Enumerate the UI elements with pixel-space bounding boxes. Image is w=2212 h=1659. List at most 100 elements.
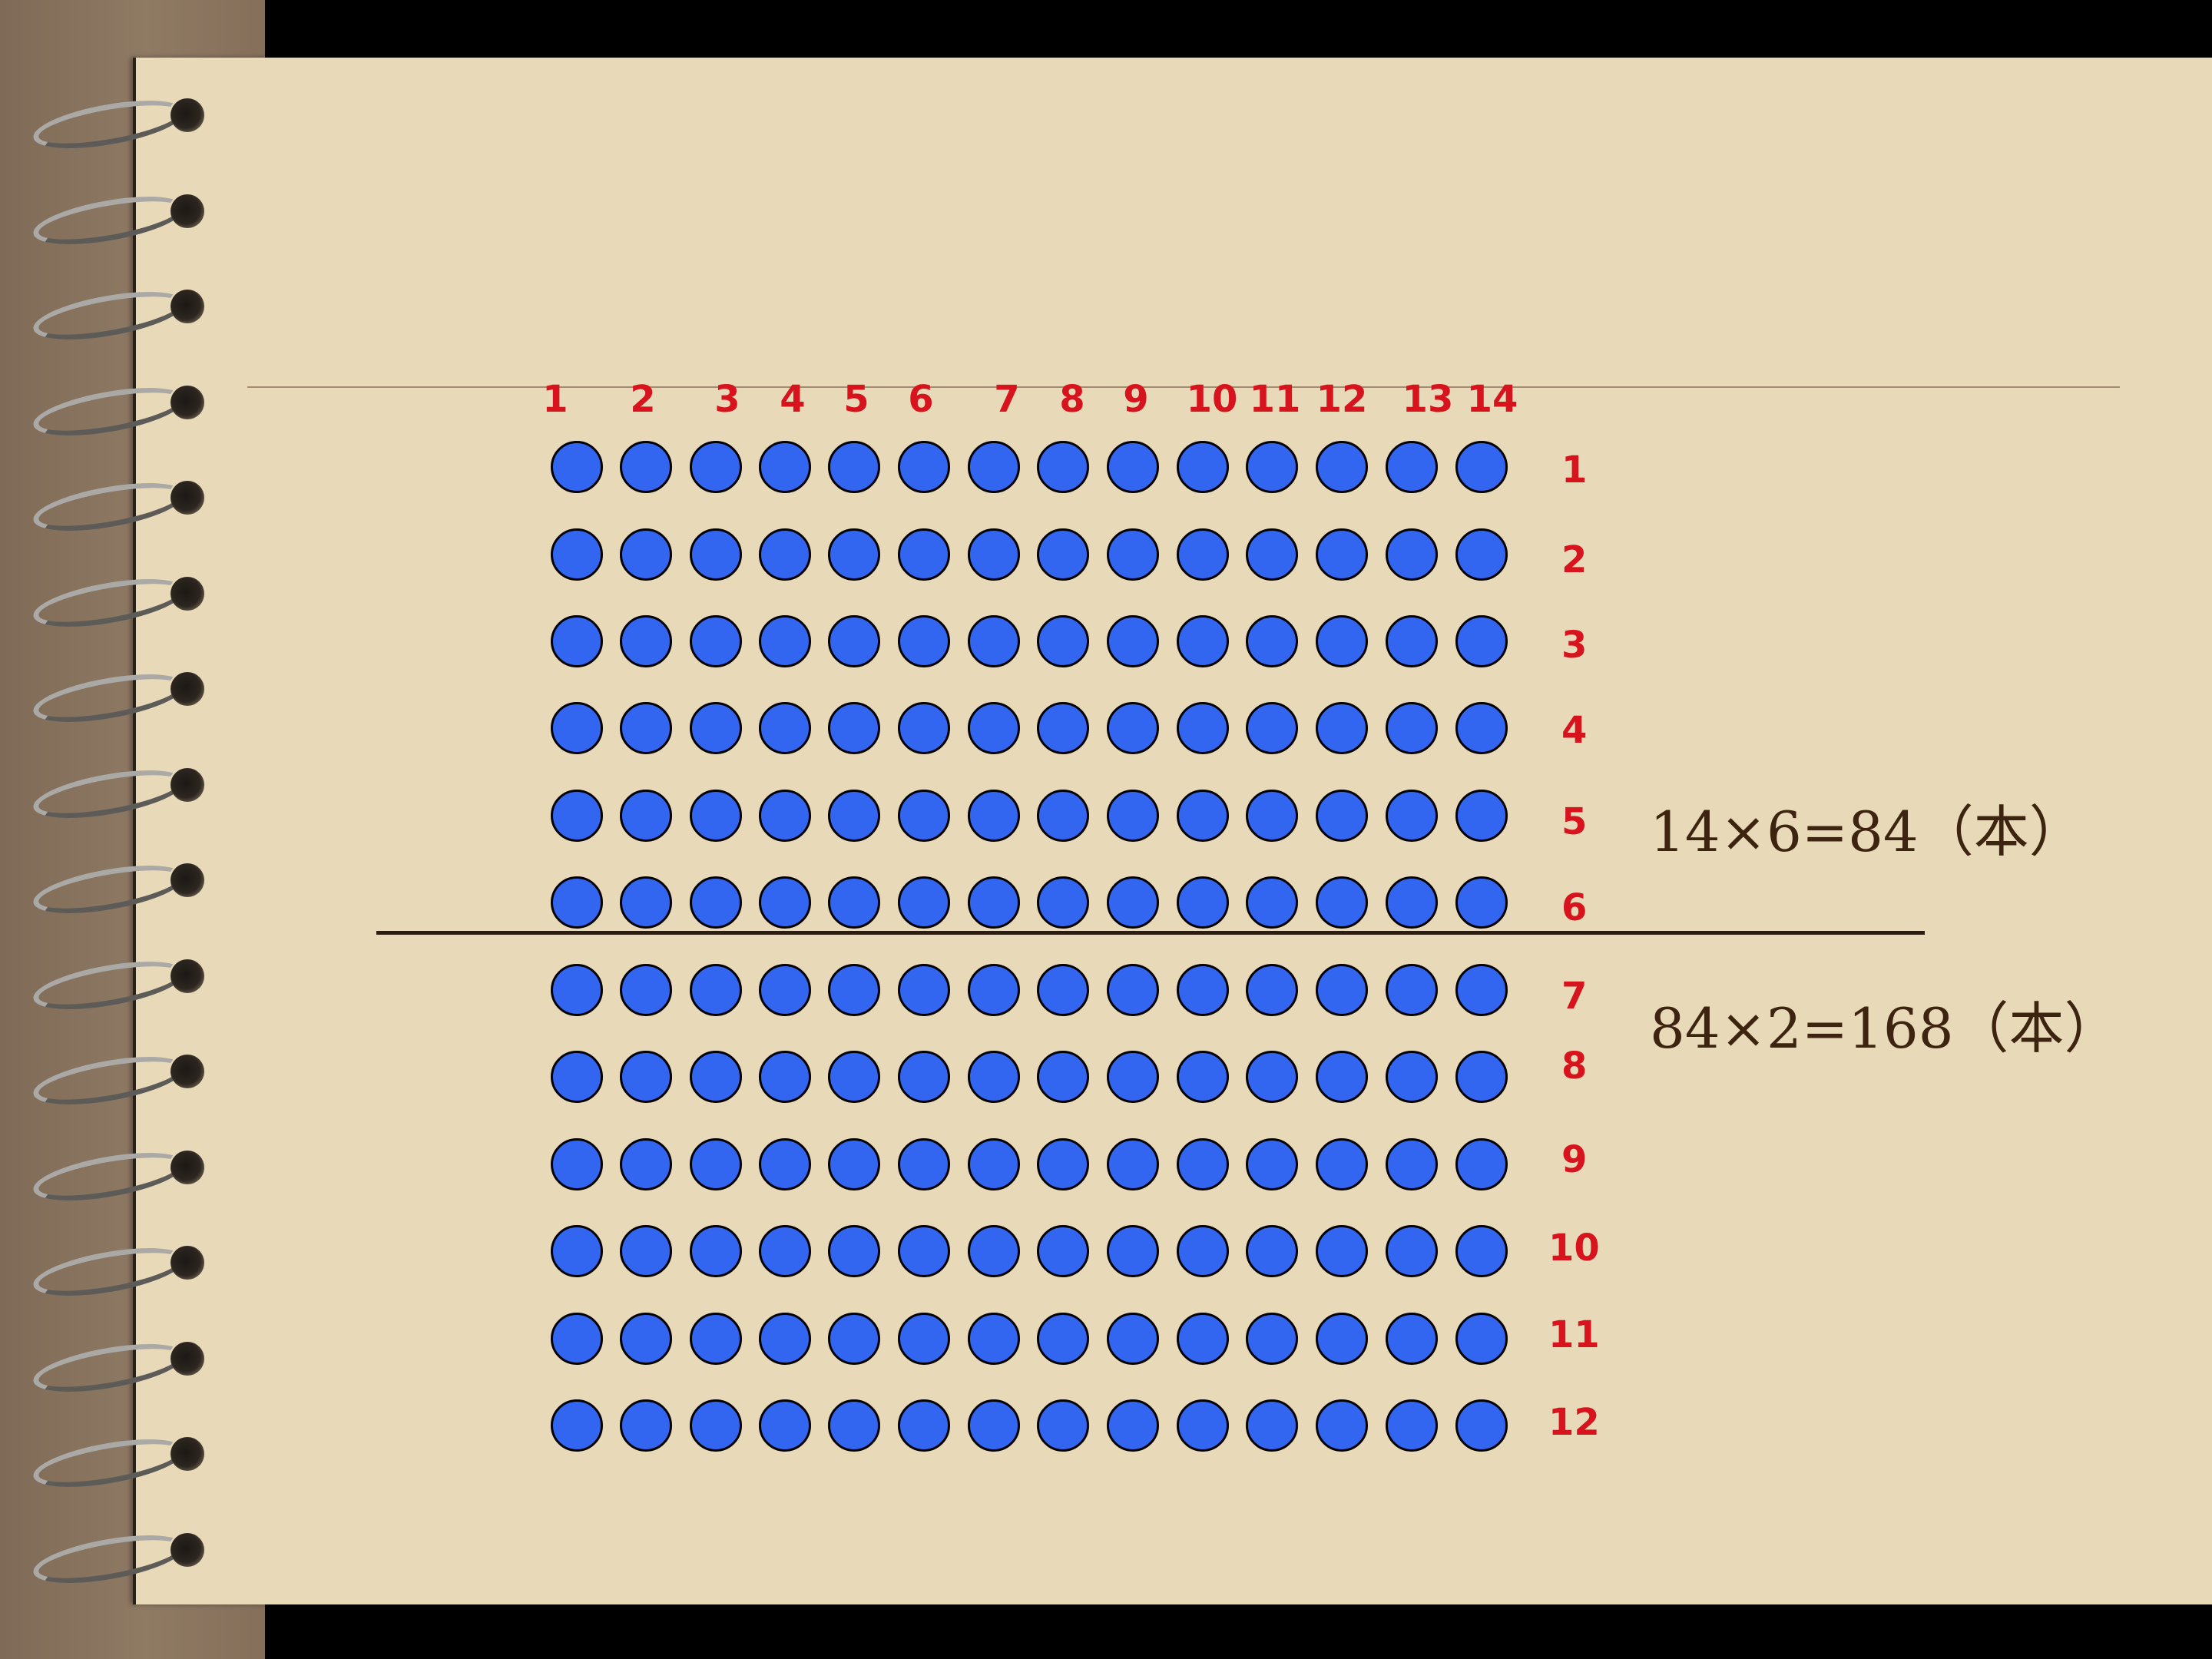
notebook-paper [133, 58, 2212, 1604]
blue-dot [1316, 615, 1368, 667]
blue-dot [968, 702, 1020, 754]
blue-dot [1177, 1051, 1229, 1103]
column-number: 12 [1316, 378, 1368, 421]
row-number: 2 [1561, 538, 1588, 581]
column-number: 9 [1123, 378, 1149, 421]
column-number: 6 [908, 378, 934, 421]
blue-dot [1177, 964, 1229, 1016]
blue-dot [620, 615, 672, 667]
blue-dot [1316, 441, 1368, 493]
blue-dot [968, 1051, 1020, 1103]
binding-hole [171, 1341, 204, 1376]
blue-dot [1455, 964, 1508, 1016]
blue-dot [968, 1399, 1020, 1452]
blue-dot [1246, 964, 1298, 1016]
blue-dot [1246, 790, 1298, 842]
blue-dot [1107, 1051, 1159, 1103]
blue-dot [1455, 702, 1508, 754]
blue-dot [898, 702, 950, 754]
blue-dot [1386, 1313, 1438, 1365]
binding-hole [171, 290, 204, 323]
blue-dot [1177, 1399, 1229, 1452]
paper-guide-line [247, 386, 2120, 388]
blue-dot [1386, 528, 1438, 581]
blue-dot [551, 615, 603, 667]
blue-dot [1246, 1051, 1298, 1103]
column-number: 3 [714, 378, 740, 421]
blue-dot [1386, 1225, 1438, 1277]
blue-dot [759, 1051, 811, 1103]
blue-dot [1455, 441, 1508, 493]
binding-hole [171, 959, 204, 993]
blue-dot [620, 1399, 672, 1452]
binding-hole [171, 1055, 204, 1088]
blue-dot [759, 790, 811, 842]
blue-dot [690, 1051, 742, 1103]
blue-dot [690, 790, 742, 842]
blue-dot [1246, 1225, 1298, 1277]
blue-dot [1107, 702, 1159, 754]
blue-dot [898, 790, 950, 842]
blue-dot [828, 1225, 880, 1277]
blue-dot [1246, 1399, 1298, 1452]
blue-dot [1177, 528, 1229, 581]
blue-dot [968, 615, 1020, 667]
column-number: 10 [1186, 378, 1238, 421]
blue-dot [759, 1225, 811, 1277]
binding-hole [171, 863, 204, 897]
row-number: 3 [1561, 624, 1588, 667]
blue-dot [828, 702, 880, 754]
blue-dot [1037, 876, 1089, 929]
blue-dot [898, 1138, 950, 1190]
blue-dot [551, 441, 603, 493]
blue-dot [828, 528, 880, 581]
blue-dot [1316, 528, 1368, 581]
blue-dot [898, 1051, 950, 1103]
blue-dot [1386, 1399, 1438, 1452]
blue-dot [551, 790, 603, 842]
blue-dot [759, 964, 811, 1016]
blue-dot [898, 528, 950, 581]
blue-dot [1037, 1225, 1089, 1277]
blue-dot [1107, 441, 1159, 493]
blue-dot [759, 876, 811, 929]
blue-dot [1107, 790, 1159, 842]
column-number: 5 [843, 378, 869, 421]
row-number: 12 [1548, 1401, 1600, 1444]
row-number: 8 [1561, 1045, 1588, 1088]
binding-hole [171, 98, 204, 132]
column-number: 4 [780, 378, 806, 421]
equation-total: 84×2=168（本） [1650, 996, 2120, 1061]
binding-hole [171, 1246, 204, 1280]
blue-dot [1246, 1138, 1298, 1190]
blue-dot [1386, 1051, 1438, 1103]
blue-dot [828, 1399, 880, 1452]
blue-dot [1316, 1399, 1368, 1452]
row-number: 4 [1561, 709, 1588, 752]
binding-hole [171, 767, 204, 802]
binding-hole [171, 1150, 204, 1184]
row-number: 6 [1561, 886, 1588, 929]
blue-dot [551, 528, 603, 581]
blue-dot [1037, 441, 1089, 493]
binding-hole [171, 481, 204, 515]
blue-dot [690, 964, 742, 1016]
blue-dot [1037, 790, 1089, 842]
blue-dot [1455, 615, 1508, 667]
blue-dot [898, 964, 950, 1016]
blue-dot [759, 528, 811, 581]
blue-dot [551, 964, 603, 1016]
row-number: 9 [1561, 1138, 1588, 1181]
blue-dot [1455, 1313, 1508, 1365]
blue-dot [898, 615, 950, 667]
blue-dot [690, 528, 742, 581]
binding-hole [171, 576, 204, 611]
row-number: 1 [1561, 449, 1588, 492]
column-number: 11 [1249, 378, 1301, 421]
column-number: 1 [542, 378, 568, 421]
column-number: 14 [1466, 378, 1518, 421]
blue-dot [1246, 1313, 1298, 1365]
blue-dot [828, 1051, 880, 1103]
blue-dot [1177, 1225, 1229, 1277]
